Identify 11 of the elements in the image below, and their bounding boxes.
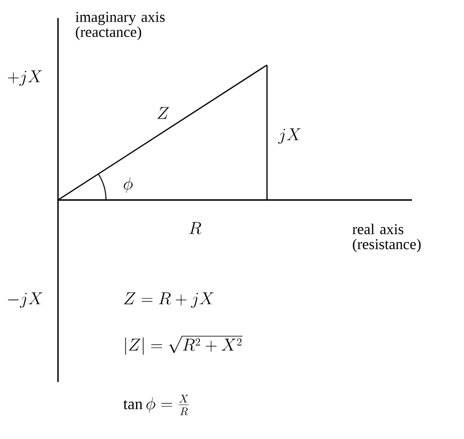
side-label: $Z$ <box>158 107 169 119</box>
formula: $|Z| = \sqrt{R^{2} + X^{2}}$ <box>125 336 243 355</box>
side-label: $R$ <box>189 222 202 234</box>
formula: $\tan\phi = \frac{X}{R}$ <box>123 394 189 416</box>
side-label: $jX$ <box>278 128 301 144</box>
axis-label: real axis (resistance) <box>352 224 421 252</box>
formula: $Z = R + jX$ <box>124 292 214 308</box>
axis-value-label: $+jX$ <box>8 70 42 86</box>
angle-label: $\phi$ <box>124 177 133 193</box>
axis-label: imaginary axis (reactance) <box>76 12 165 40</box>
axis-value-label: $-jX$ <box>8 292 42 308</box>
